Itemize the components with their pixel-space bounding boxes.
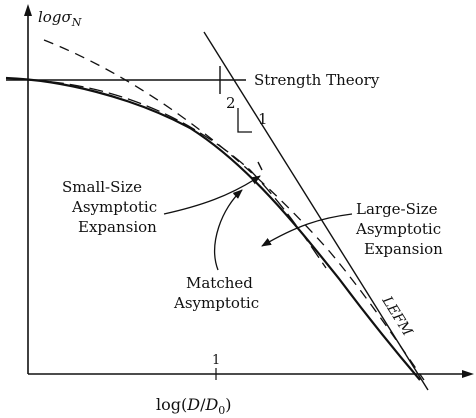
- lefm-line: [203, 31, 429, 391]
- matched-arrow: [214, 189, 243, 271]
- small-size-line1: Small-Size: [62, 178, 142, 196]
- x-tick-label: 1: [212, 353, 220, 368]
- size-effect-curve: [5, 76, 421, 381]
- small-size-label: Small-Size Asymptotic Expansion: [62, 178, 157, 236]
- large-size-label: Large-Size Asymptotic Expansion: [355, 200, 443, 258]
- y-axis-arrow-icon: [24, 4, 32, 16]
- large-size-line3: Expansion: [364, 240, 443, 258]
- large-size-line2: Asymptotic: [355, 220, 441, 238]
- y-axis-label: logσN: [38, 8, 82, 29]
- slope-rise-label: 2: [226, 94, 236, 112]
- matched-label: Matched Asymptotic: [173, 274, 259, 312]
- matched-line1: Matched: [186, 274, 253, 292]
- large-size-line1: Large-Size: [356, 200, 438, 218]
- large-size-marker: [257, 161, 263, 171]
- small-size-line3: Expansion: [78, 218, 157, 236]
- lefm-label: LEFM: [378, 293, 416, 340]
- slope-triangle: [237, 108, 252, 133]
- large-size-arrow: [261, 213, 353, 247]
- small-size-line2: Asymptotic: [71, 198, 157, 216]
- x-axis-label: log(D/D0): [156, 395, 232, 417]
- small-size-asymptote-dashed: [29, 79, 327, 269]
- small-size-arrow: [163, 175, 261, 215]
- x-axis-arrow-icon: [462, 370, 474, 378]
- matched-line2: Asymptotic: [173, 294, 259, 312]
- large-size-asymptote-dashed: [43, 39, 425, 381]
- slope-run-label: 1: [258, 110, 268, 128]
- strength-theory-label: Strength Theory: [254, 71, 380, 89]
